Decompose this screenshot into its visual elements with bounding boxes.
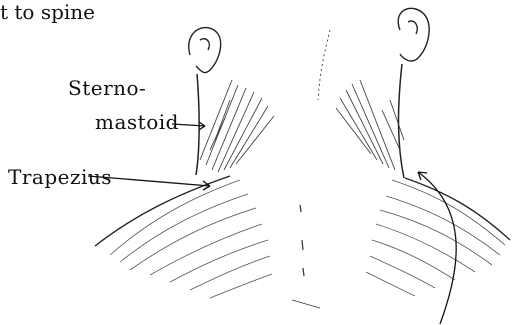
spine-marks bbox=[292, 205, 320, 308]
spine-pointer bbox=[418, 172, 456, 324]
right-sternomastoid-hatching bbox=[336, 80, 404, 170]
left-sternomastoid-hatching bbox=[200, 80, 274, 172]
left-ear bbox=[189, 28, 221, 73]
neck-outline bbox=[196, 30, 404, 178]
sternomastoid-label-line2: mastoid bbox=[95, 112, 179, 132]
sternomastoid-label-line1: Sterno- bbox=[68, 78, 146, 98]
right-ear bbox=[398, 8, 429, 61]
right-trapezius-hatching bbox=[366, 178, 510, 296]
trapezius-label: Trapezius bbox=[8, 167, 112, 187]
pointer-lines bbox=[88, 122, 456, 324]
top-label-fragment: t to spine bbox=[0, 2, 95, 22]
left-trapezius-hatching bbox=[95, 176, 272, 298]
